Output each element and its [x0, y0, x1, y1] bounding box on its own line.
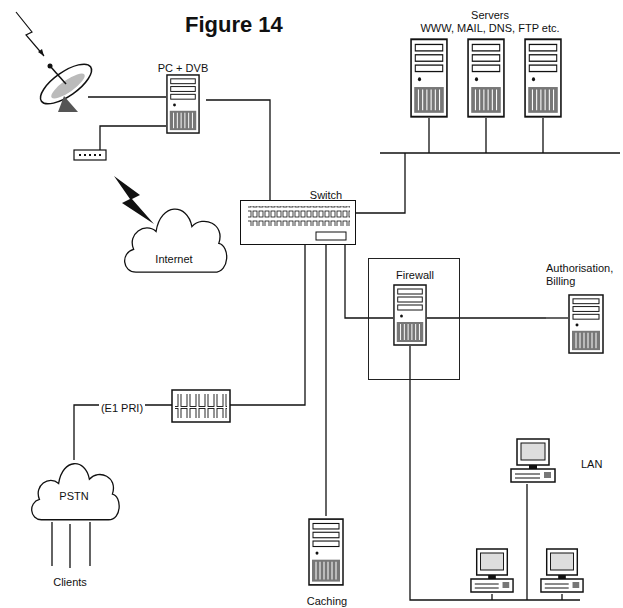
text-slot: Internet: [118, 249, 230, 267]
lightning-signal: [16, 12, 44, 56]
label-text: WWW, MAIL, DNS, FTP etc.: [420, 22, 559, 35]
router-leds: [79, 154, 101, 156]
lightning-head: [38, 49, 44, 56]
connector-line: [356, 153, 405, 213]
e1-access-device: [172, 390, 230, 422]
text-slot: PSTN: [26, 486, 122, 504]
pstn-cloud: PSTN: [26, 460, 122, 524]
label-text: PC + DVB: [158, 62, 208, 75]
text-slot: WWW, MAIL, DNS, FTP etc.: [370, 18, 610, 36]
label-text: Switch: [310, 189, 342, 202]
lan-pc-icon: [471, 549, 513, 592]
server-icon: [411, 39, 447, 116]
label-text: Firewall: [396, 269, 434, 282]
connector-line: [345, 245, 368, 318]
dish-cable: [88, 96, 166, 97]
text-slot: PC + DVB: [120, 58, 246, 76]
text-slot: Caching: [280, 591, 374, 608]
text-slot: Clients: [30, 572, 110, 590]
line-label: (E1 PRI): [99, 402, 145, 415]
firewall-server-icon: [394, 285, 426, 345]
cloud-outline: [118, 205, 230, 277]
lan-pc-icon: [511, 439, 555, 482]
dvb-pc-icon: [167, 75, 199, 133]
router-box: [74, 150, 106, 160]
internet-cloud: Internet: [118, 205, 230, 277]
switch-panel: [316, 232, 346, 240]
connector-line: [325, 245, 326, 516]
label-text: PSTN: [59, 490, 88, 503]
server-group: ServersWWW, MAIL, DNS, FTP etc.: [370, 2, 610, 153]
billing-server-icon: [569, 295, 603, 353]
label-text: Authorisation, Billing: [546, 262, 620, 288]
connector-line: [74, 245, 305, 460]
device-slots: [175, 394, 227, 418]
server-icon: [525, 39, 561, 116]
dish-feed-head: [48, 64, 53, 69]
dish-shade: [48, 70, 88, 103]
connector-line: [206, 100, 270, 200]
router-cable: [100, 126, 166, 150]
cloud-shape: [125, 209, 227, 272]
lan-bus: [465, 484, 580, 600]
dvb-pc: PC + DVB: [160, 58, 206, 136]
switch-box: Switch: [240, 200, 356, 245]
dish-stand: [58, 96, 78, 112]
label-text: LAN: [581, 458, 602, 471]
label-text: Internet: [155, 253, 192, 266]
caching-server-icon: [309, 519, 343, 585]
billing-wiring: [546, 317, 568, 318]
server-bus: [380, 118, 620, 153]
text-slot: Servers: [370, 5, 610, 23]
text-slot: Authorisation, Billing: [546, 262, 620, 289]
connector-line: [410, 380, 465, 600]
cloud-shape: [32, 464, 119, 520]
lan-pc-icon: [541, 549, 583, 592]
caching-server: Caching: [300, 516, 354, 606]
connector-line: [460, 317, 546, 318]
client-lines: [52, 522, 90, 568]
figure-title: Figure 14: [185, 12, 283, 38]
text-slot: (E1 PRI): [77, 398, 167, 416]
server-icon: [468, 39, 504, 116]
text-slot: Figure 14: [185, 12, 345, 38]
satellite-dish: [35, 57, 98, 111]
text-slot: Switch: [291, 185, 361, 203]
lan-group: LAN: [465, 432, 618, 604]
firewall-box: Firewall: [368, 258, 460, 380]
clients-label: Clients: [53, 576, 87, 589]
label-text: Servers: [471, 9, 509, 22]
text-slot: LAN: [581, 454, 615, 472]
dish-feed: [50, 66, 66, 84]
label-text: Caching: [307, 595, 347, 608]
firewall-wiring: [368, 318, 460, 380]
switch-ports: [248, 206, 350, 226]
lightning-link: [114, 176, 154, 224]
text-slot: Firewall: [369, 265, 461, 283]
billing-server: Authorisation, Billing: [546, 262, 620, 354]
